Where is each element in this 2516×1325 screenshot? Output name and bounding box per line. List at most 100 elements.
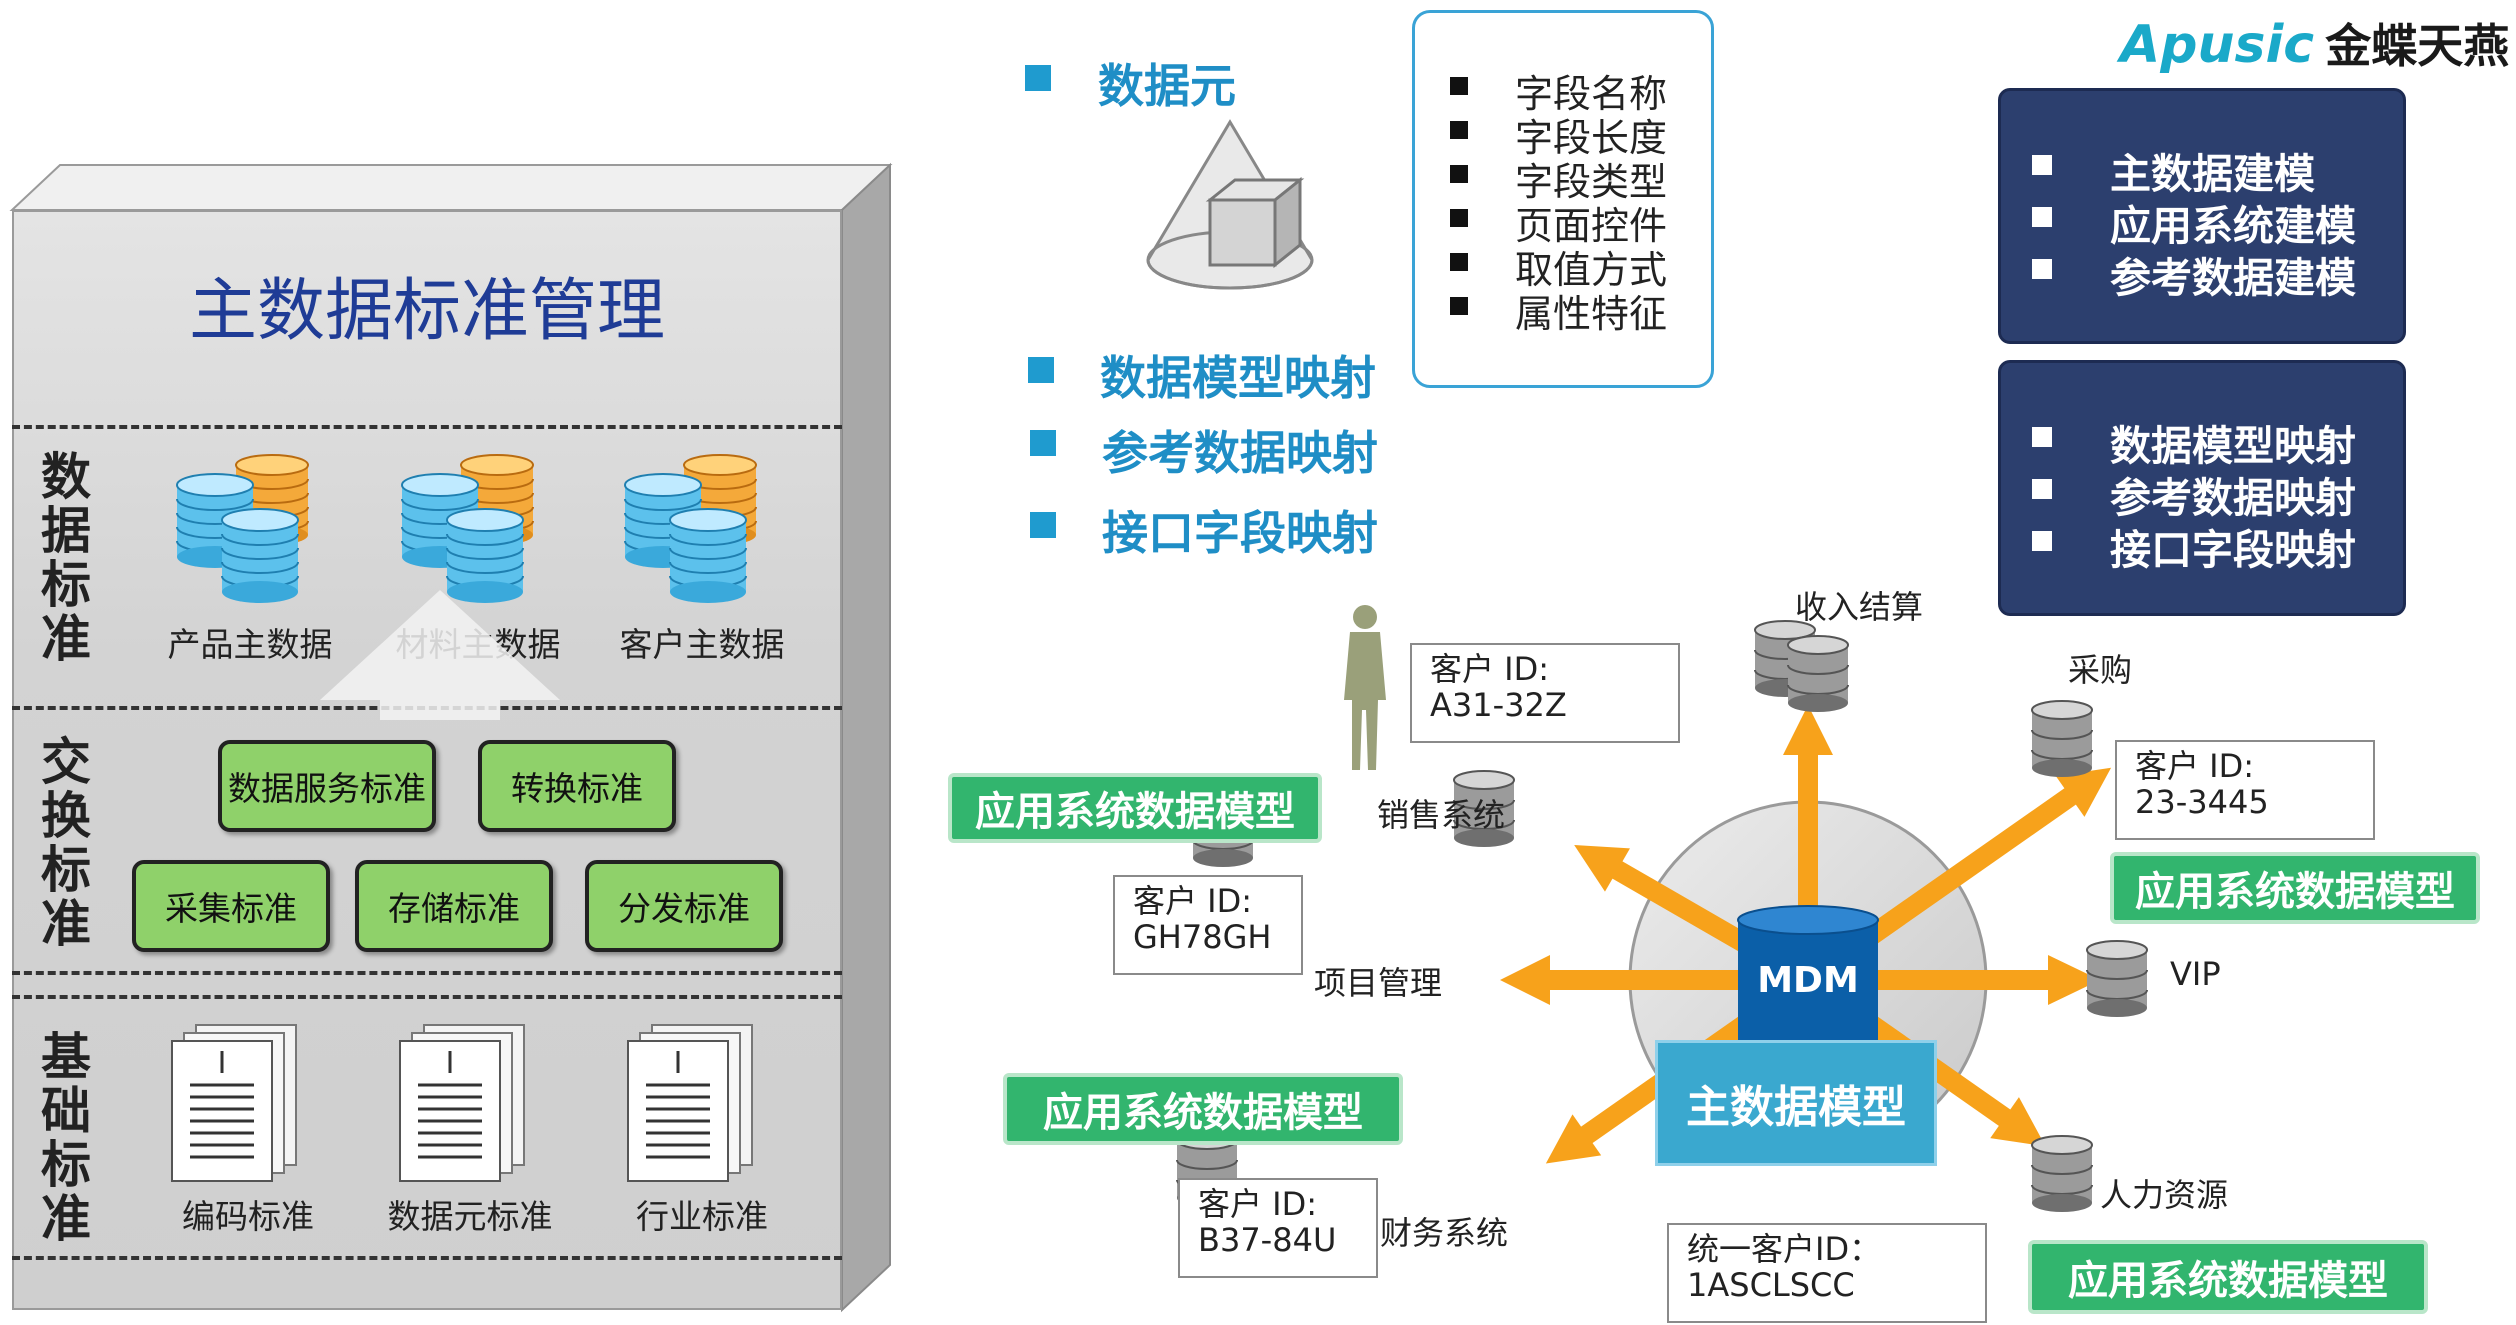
master-model-label: 主数据模型: [1655, 1040, 1937, 1166]
btn-collect-standard: 采集标准: [132, 860, 330, 952]
heading-reference-mapping: 参考数据映射: [1102, 426, 1378, 480]
customer-id-value: 23-3445: [2135, 783, 2269, 821]
customer-id-label: 客户 ID:: [1133, 882, 1253, 920]
customer-id-value: B37-84U: [1198, 1221, 1337, 1259]
box-3d-frame: [9, 162, 893, 1313]
field-item: 取值方式: [1515, 248, 1668, 292]
navy-item: 数据模型映射: [2110, 422, 2356, 470]
section-base-standards: [12, 995, 842, 1260]
customer-id-box: 客户 ID: B37-84U: [1178, 1178, 1378, 1278]
panel-title: 主数据标准管理: [188, 272, 665, 351]
section-exchange-standards: [12, 710, 842, 975]
customer-id-value: A31-32Z: [1430, 686, 1567, 724]
database-stack-icon: [624, 454, 757, 603]
node-income: 收入结算: [1795, 588, 1924, 626]
db-cylinder-icon: [2086, 940, 2148, 1017]
database-stack-icon: [401, 454, 534, 603]
heading-data-element: 数据元: [1098, 59, 1236, 113]
caption-product-master: 产品主数据: [167, 625, 333, 664]
bullet-square-icon: [1025, 65, 1051, 91]
navy-box-mapping: [1998, 360, 2406, 616]
bullet-square-icon: [1030, 512, 1056, 538]
btn-distribute-standard: 分发标准: [585, 860, 783, 952]
customer-id-label: 客户 ID:: [1430, 650, 1550, 688]
app-data-model-label: 应用系统数据模型: [948, 773, 1322, 843]
node-finance: 财务系统: [1380, 1214, 1509, 1252]
arrow-right-icon: [1860, 955, 2100, 1005]
section-label-data: 数据标准: [41, 448, 91, 668]
customer-id-label: 统一客户ID：: [1687, 1230, 1882, 1268]
btn-transform-standard: 转换标准: [478, 740, 676, 832]
btn-storage-standard: 存储标准: [355, 860, 553, 952]
btn-data-service-standard: 数据服务标准: [218, 740, 436, 832]
node-hr: 人力资源: [2100, 1176, 2229, 1214]
navy-item: 接口字段映射: [2110, 526, 2356, 574]
navy-item: 主数据建模: [2110, 150, 2315, 198]
db-cylinder-icon: [1787, 635, 1849, 712]
node-vip: VIP: [2170, 955, 2221, 993]
field-item: 属性特征: [1515, 292, 1668, 336]
person-icon: [1344, 605, 1386, 770]
customer-id-box: 客户 ID: A31-32Z: [1410, 643, 1680, 743]
field-item: 字段长度: [1515, 116, 1668, 160]
section-label-base: 基础标准: [41, 1028, 91, 1248]
db-cylinder-icon: [2031, 1135, 2093, 1212]
customer-id-label: 客户 ID:: [2135, 747, 2255, 785]
apusic-logo-text: Apusic: [2120, 15, 2315, 75]
customer-id-value: 1ASCLSCC: [1687, 1266, 1855, 1304]
document-icons: [171, 1024, 753, 1182]
navy-bullet-icon: [2032, 427, 2052, 447]
caption-data-element-standard: 数据元标准: [387, 1197, 553, 1236]
cone-cube-icon: [1146, 119, 1314, 290]
customer-id-value: GH78GH: [1133, 918, 1272, 956]
caption-code-standard: 编码标准: [182, 1197, 314, 1236]
field-item: 页面控件: [1515, 204, 1668, 248]
field-bullet-icon: [1450, 77, 1468, 95]
document-icon: [627, 1024, 753, 1182]
navy-item: 参考数据建模: [2110, 254, 2356, 302]
navy-bullet-icon: [2032, 531, 2052, 551]
customer-id-label: 客户 ID:: [1198, 1185, 1318, 1223]
navy-bullet-icon: [2032, 155, 2052, 175]
db-cylinder-icon: [1453, 770, 1515, 847]
section-arrows: [320, 590, 560, 720]
navy-bullet-icon: [2032, 479, 2052, 499]
section-label-exchange: 交换标准: [41, 733, 91, 953]
caption-customer-master: 客户主数据: [619, 625, 785, 664]
bullet-square-icon: [1030, 430, 1056, 456]
navy-box-modeling: [1998, 88, 2406, 344]
node-project: 项目管理: [1314, 964, 1443, 1002]
document-icon: [399, 1024, 525, 1182]
customer-id-box: 客户 ID: 23-3445: [2115, 740, 2375, 840]
customer-id-box: 客户 ID: GH78GH: [1113, 875, 1303, 975]
brand-logo: Apusic 金蝶天燕: [2120, 10, 2509, 76]
field-item: 字段类型: [1515, 160, 1668, 204]
unified-customer-id-box: 统一客户ID： 1ASCLSCC: [1667, 1223, 1987, 1323]
node-purchase: 采购: [2068, 651, 2133, 689]
field-bullet-icon: [1450, 121, 1468, 139]
arrow-up-icon: [1783, 705, 1833, 945]
bullet-square-icon: [1028, 357, 1054, 383]
company-name: 金蝶天燕: [2325, 19, 2510, 73]
app-data-model-label: 应用系统数据模型: [2028, 1240, 2428, 1314]
heading-model-mapping: 数据模型映射: [1100, 351, 1376, 405]
navy-item: 参考数据映射: [2110, 474, 2356, 522]
app-data-model-label: 应用系统数据模型: [2110, 852, 2480, 924]
app-data-model-label: 应用系统数据模型: [1003, 1073, 1403, 1145]
field-bullet-icon: [1450, 297, 1468, 315]
database-icons: [176, 454, 757, 603]
field-bullet-icon: [1450, 209, 1468, 227]
field-bullet-icon: [1450, 165, 1468, 183]
navy-bullet-icon: [2032, 207, 2052, 227]
navy-item: 应用系统建模: [2110, 202, 2356, 250]
document-icon: [171, 1024, 297, 1182]
heading-interface-mapping: 接口字段映射: [1102, 506, 1378, 560]
navy-bullet-icon: [2032, 259, 2052, 279]
field-bullet-icon: [1450, 253, 1468, 271]
arrow-left-icon: [1500, 955, 1745, 1005]
mdm-label: MDM: [1757, 960, 1859, 1001]
db-cylinder-icon: [2031, 700, 2093, 777]
database-stack-icon: [176, 454, 309, 603]
field-item: 字段名称: [1515, 72, 1668, 116]
field-list-box: [1412, 10, 1714, 388]
